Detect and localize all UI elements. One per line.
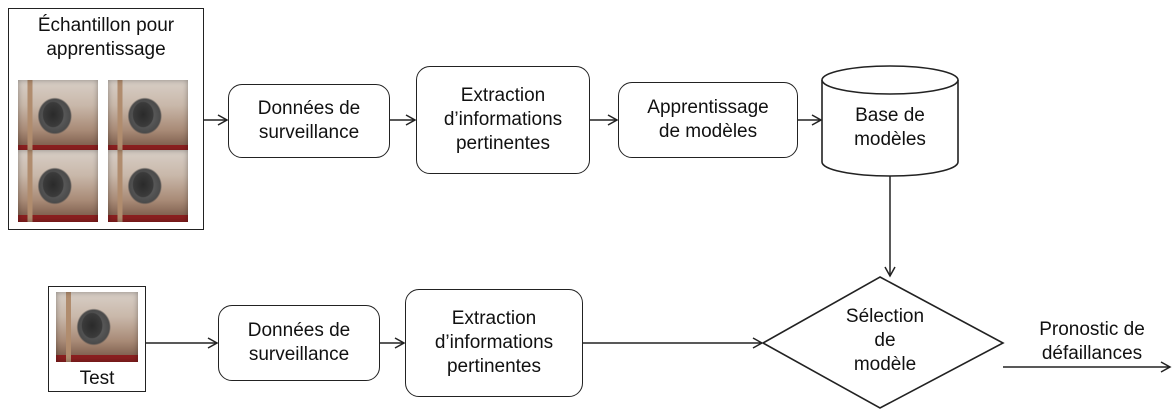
machine-photo-icon — [108, 150, 188, 222]
test-monitoring-data-node: Données de surveillance — [218, 305, 380, 381]
model-selection-label: Sélection de modèle — [845, 306, 925, 375]
test-label: Test — [79, 368, 115, 389]
machine-photo-icon — [18, 150, 98, 222]
training-monitoring-data-node: Données de surveillance — [228, 84, 390, 158]
failure-prognosis-label: Pronostic de défaillances — [1039, 319, 1145, 364]
machine-photo-icon — [18, 80, 98, 152]
training-sample-title: Échantillon pour apprentissage — [37, 15, 175, 60]
model-base-label: Base de modèles — [854, 105, 926, 150]
model-selection-diamond — [761, 276, 1005, 409]
model-base-cylinder — [821, 65, 959, 177]
test-feature-extraction-node: Extraction d’informations pertinentes — [405, 289, 583, 397]
training-feature-extraction-node: Extraction d’informations pertinentes — [416, 66, 590, 174]
machine-photo-icon — [108, 80, 188, 152]
model-learning-node: Apprentissage de modèles — [618, 82, 798, 158]
machine-photo-icon — [56, 292, 138, 362]
